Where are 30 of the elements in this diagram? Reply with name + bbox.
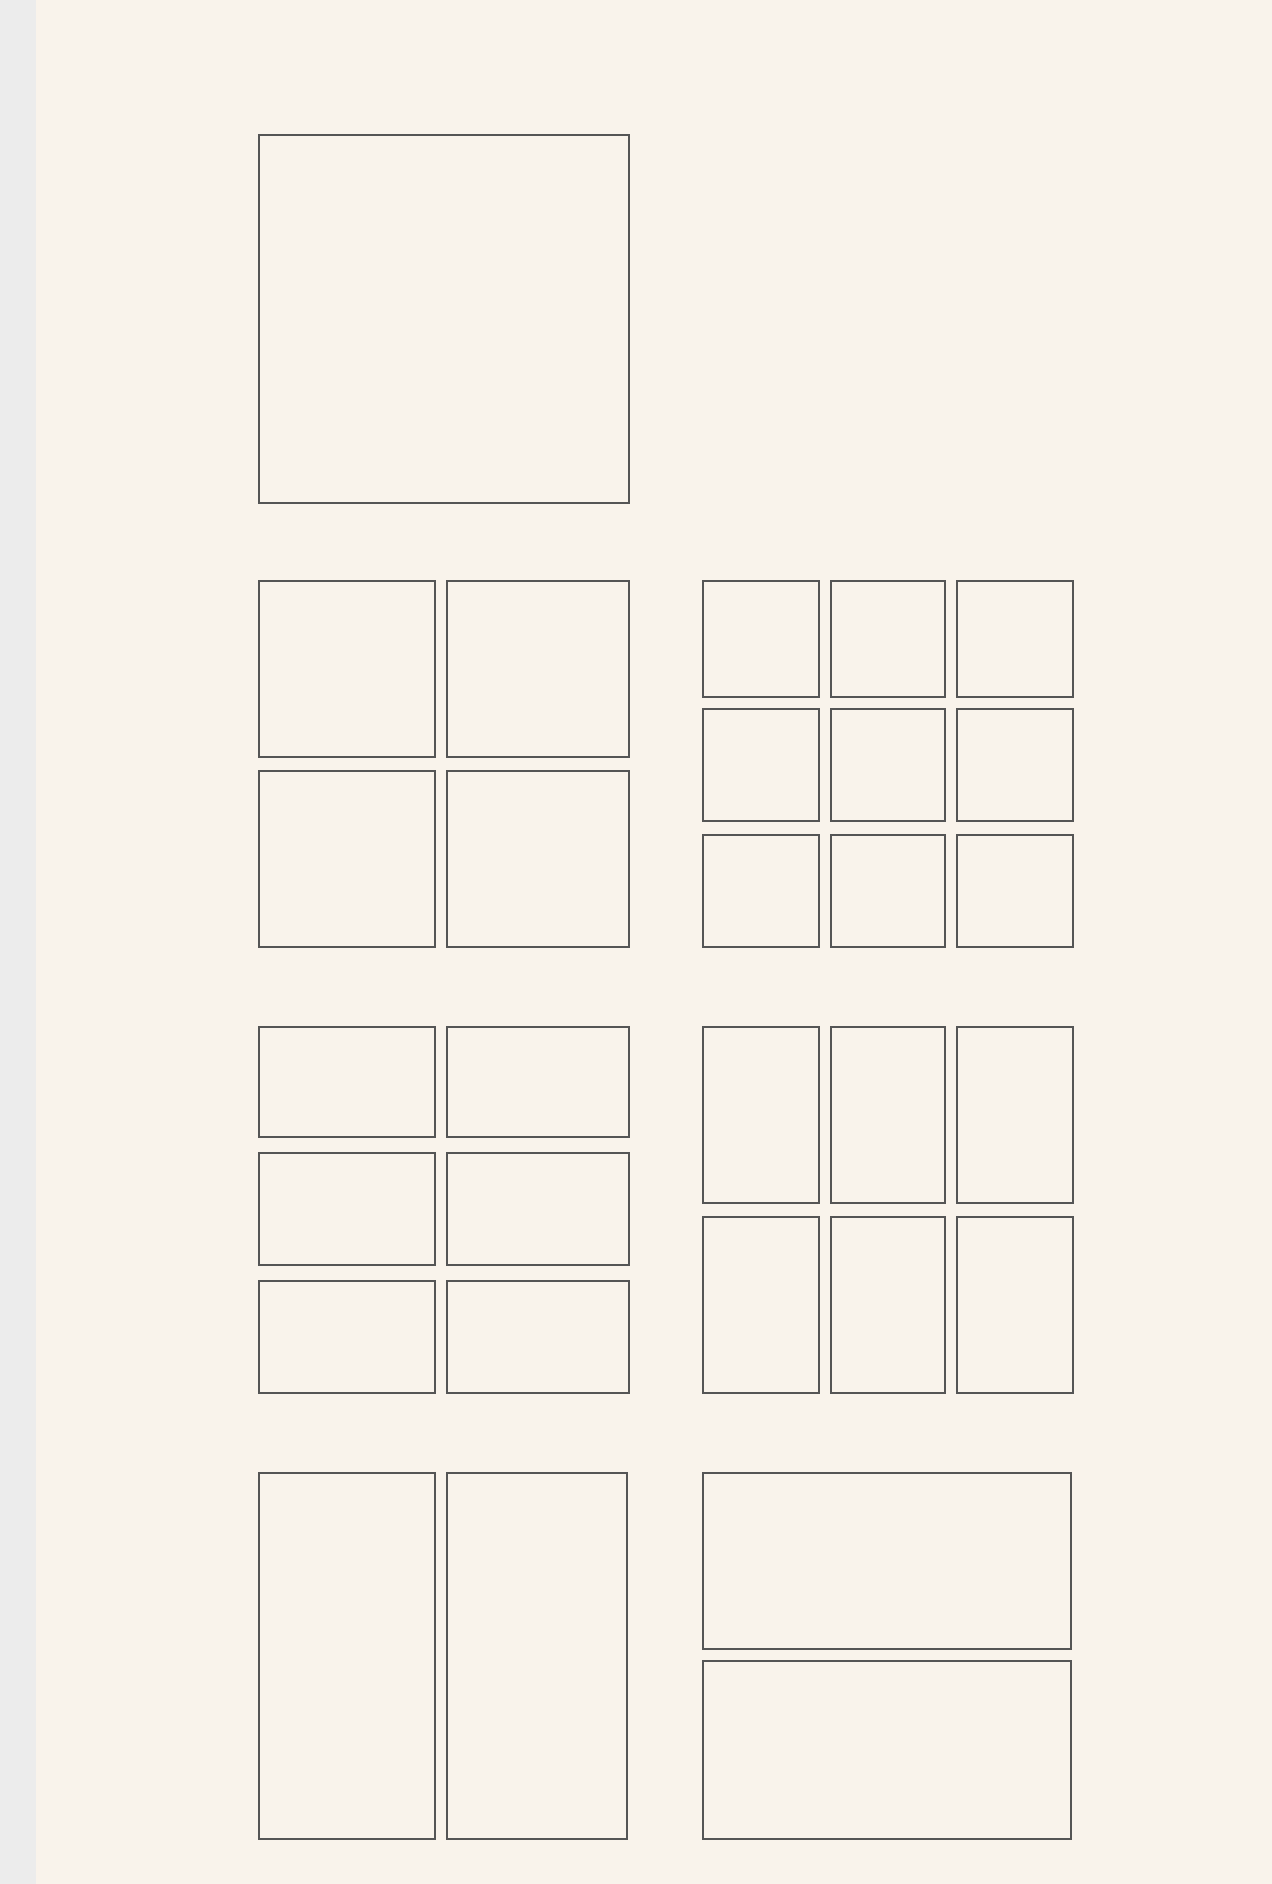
- empty-box: [258, 1026, 436, 1138]
- empty-box: [830, 834, 946, 948]
- empty-box: [830, 708, 946, 822]
- empty-box: [702, 1216, 820, 1394]
- empty-box: [258, 580, 436, 758]
- empty-box: [702, 1472, 1072, 1650]
- empty-box: [258, 134, 630, 504]
- empty-box: [830, 1026, 946, 1204]
- empty-box: [956, 580, 1074, 698]
- empty-box: [446, 1472, 628, 1840]
- empty-box: [702, 1026, 820, 1204]
- empty-box: [258, 1152, 436, 1266]
- empty-box: [830, 1216, 946, 1394]
- empty-box: [830, 580, 946, 698]
- empty-box: [956, 834, 1074, 948]
- empty-box: [446, 1152, 630, 1266]
- empty-box: [446, 1026, 630, 1138]
- empty-box: [258, 770, 436, 948]
- empty-box: [956, 708, 1074, 822]
- empty-box: [258, 1472, 436, 1840]
- empty-box: [258, 1280, 436, 1394]
- empty-box: [446, 1280, 630, 1394]
- empty-box: [702, 1660, 1072, 1840]
- empty-box: [446, 770, 630, 948]
- empty-box: [956, 1216, 1074, 1394]
- empty-box: [702, 708, 820, 822]
- empty-box: [702, 834, 820, 948]
- empty-box: [956, 1026, 1074, 1204]
- empty-box: [446, 580, 630, 758]
- empty-box: [702, 580, 820, 698]
